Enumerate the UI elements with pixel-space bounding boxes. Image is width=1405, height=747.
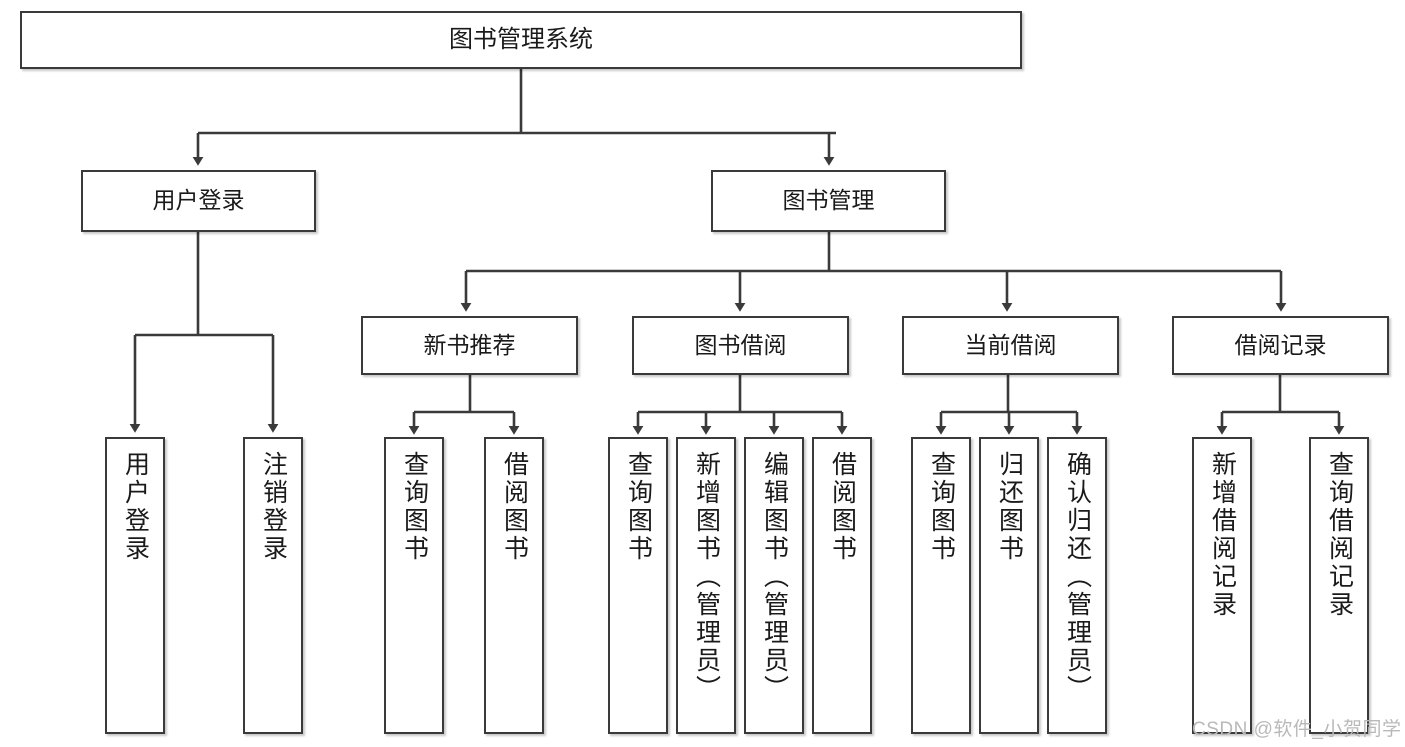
- node-new-book-recommend[interactable]: 新书推荐: [361, 316, 578, 375]
- leaf-add-book-admin[interactable]: 新增图书（管理员）: [676, 437, 736, 734]
- node-label: 归还图书: [995, 451, 1024, 563]
- node-label: 新增图书（管理员）: [692, 451, 721, 703]
- leaf-return-book[interactable]: 归还图书: [979, 437, 1039, 734]
- node-label: 查询图书: [927, 451, 956, 563]
- leaf-borrow-book-recommend[interactable]: 借阅图书: [484, 437, 544, 734]
- node-book-borrow[interactable]: 图书借阅: [632, 316, 849, 375]
- node-label: 图书借阅: [694, 331, 787, 358]
- node-label: 注销登录: [259, 451, 288, 563]
- leaf-borrow-book-borrow[interactable]: 借阅图书: [812, 437, 872, 734]
- node-label: 当前借阅: [964, 331, 1057, 358]
- node-label: 用户登录: [121, 451, 150, 563]
- leaf-edit-book-admin[interactable]: 编辑图书（管理员）: [744, 437, 804, 734]
- csdn-watermark: CSDN @软件_小贺同学: [1192, 719, 1402, 740]
- node-user-login[interactable]: 用户登录: [81, 170, 316, 232]
- node-label: 图书管理系统: [449, 25, 593, 53]
- node-label: 查询图书: [400, 451, 429, 563]
- node-label: 借阅记录: [1234, 331, 1327, 358]
- leaf-user-login[interactable]: 用户登录: [105, 437, 165, 734]
- node-label: 编辑图书（管理员）: [760, 451, 789, 703]
- node-label: 借阅图书: [500, 451, 529, 563]
- leaf-confirm-return-admin[interactable]: 确认归还（管理员）: [1047, 437, 1107, 734]
- leaf-query-book-recommend[interactable]: 查询图书: [384, 437, 444, 734]
- leaf-query-borrow-record[interactable]: 查询借阅记录: [1309, 437, 1369, 734]
- node-label: 借阅图书: [828, 451, 857, 563]
- leaf-query-book-current[interactable]: 查询图书: [911, 437, 971, 734]
- node-root-book-management-system[interactable]: 图书管理系统: [20, 11, 1022, 69]
- node-label: 图书管理: [782, 187, 875, 214]
- leaf-logout-login[interactable]: 注销登录: [243, 437, 303, 734]
- node-label: 新增借阅记录: [1208, 451, 1237, 619]
- node-book-management[interactable]: 图书管理: [711, 170, 946, 232]
- node-borrow-record[interactable]: 借阅记录: [1172, 316, 1389, 375]
- node-label: 查询借阅记录: [1325, 451, 1354, 619]
- leaf-query-book-borrow[interactable]: 查询图书: [608, 437, 668, 734]
- node-current-borrow[interactable]: 当前借阅: [902, 316, 1119, 375]
- node-label: 确认归还（管理员）: [1063, 451, 1092, 703]
- node-label: 新书推荐: [423, 331, 516, 358]
- leaf-add-borrow-record[interactable]: 新增借阅记录: [1192, 437, 1252, 734]
- node-label: 查询图书: [624, 451, 653, 563]
- node-label: 用户登录: [152, 187, 245, 214]
